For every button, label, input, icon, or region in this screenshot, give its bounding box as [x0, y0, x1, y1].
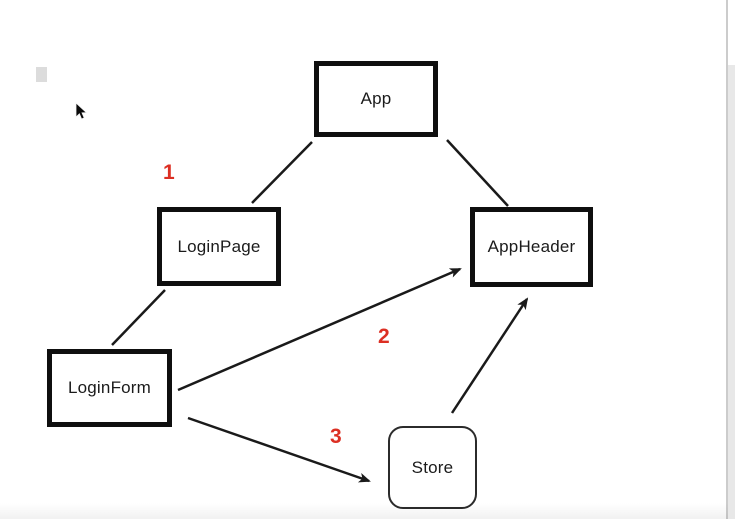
edge-label-1: 1: [163, 161, 175, 184]
edge-app-appheader: [446, 139, 509, 207]
node-store-label: Store: [411, 457, 454, 477]
edge-label-3: 3: [330, 425, 342, 448]
node-loginform-label: LoginForm: [67, 378, 152, 397]
scrollbar-track[interactable]: [728, 65, 735, 519]
arrow-loginform-appheader: [177, 267, 462, 392]
node-appheader-label: AppHeader: [487, 237, 576, 256]
scrollbar-border: [726, 0, 728, 519]
edge-label-2: 2: [378, 325, 390, 348]
node-loginform[interactable]: LoginForm: [47, 349, 172, 427]
arrow-loginform-store: [187, 416, 371, 483]
arrow-store-appheader: [450, 297, 529, 414]
edge-app-loginpage: [251, 141, 313, 204]
node-app[interactable]: App: [314, 61, 438, 137]
mouse-cursor-icon: [75, 102, 88, 120]
node-app-label: App: [360, 89, 392, 108]
edge-loginpage-loginform: [111, 289, 166, 346]
node-appheader[interactable]: AppHeader: [470, 207, 593, 287]
node-loginpage[interactable]: LoginPage: [157, 207, 281, 286]
gray-artifact-square: [36, 67, 47, 82]
node-store[interactable]: Store: [388, 426, 477, 509]
node-loginpage-label: LoginPage: [177, 236, 261, 256]
